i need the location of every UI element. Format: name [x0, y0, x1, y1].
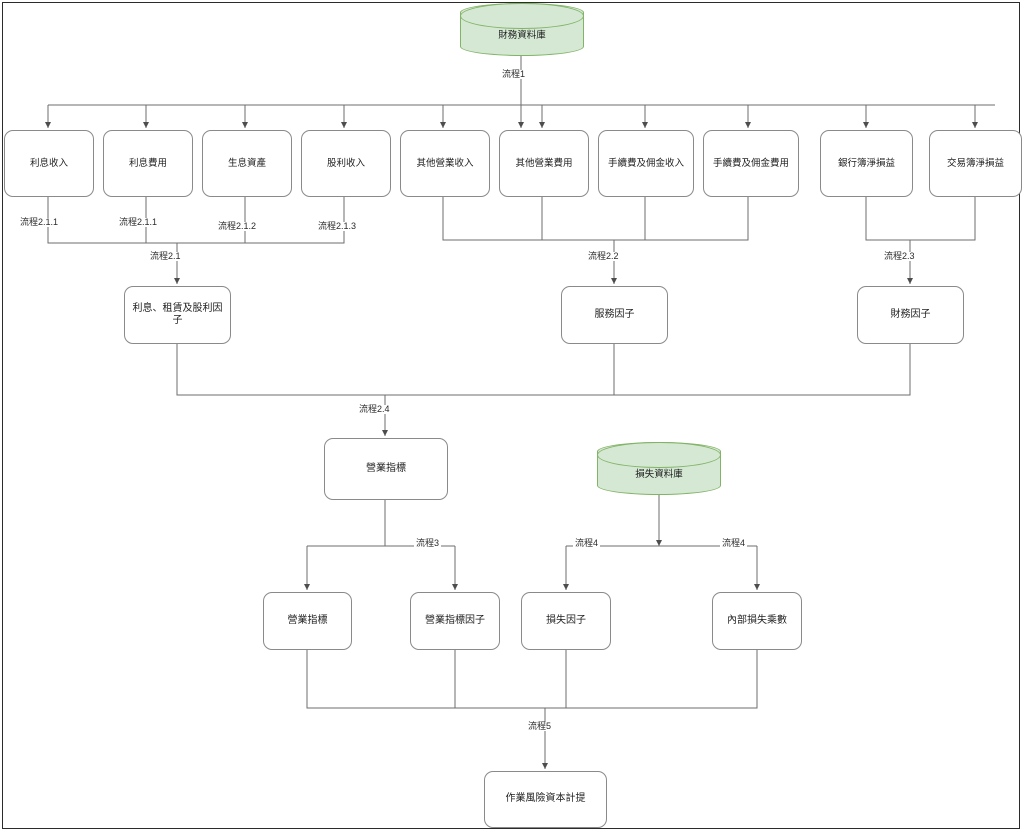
node-other-operating-expense[interactable]: 其他營業費用: [499, 130, 589, 197]
node-label: 營業指標: [366, 462, 406, 474]
edge-label-p211b: 流程2.1.1: [117, 217, 160, 227]
cylinder-top: [597, 442, 721, 468]
edge-label-p1: 流程1: [500, 69, 528, 79]
node-interest-income[interactable]: 利息收入: [4, 130, 94, 197]
node-label: 利息、租賃及股利因子: [132, 302, 223, 327]
node-label: 股利收入: [326, 157, 365, 169]
node-operational-risk-capital[interactable]: 作業風險資本計提: [484, 771, 607, 828]
edge-label-p23: 流程2.3: [882, 251, 917, 261]
edge-label-p5: 流程5: [526, 721, 554, 731]
node-label: 手續費及佣金收入: [607, 157, 684, 169]
database-loss[interactable]: 損失資料庫: [597, 442, 721, 495]
node-label: 其他營業收入: [416, 157, 474, 169]
node-business-indicator-bottom[interactable]: 營業指標: [263, 592, 352, 650]
node-label: 財務因子: [890, 308, 931, 320]
edge-label-p4a: 流程4: [573, 538, 601, 548]
node-label: 內部損失乘數: [727, 614, 787, 626]
node-label: 利息收入: [29, 157, 68, 169]
node-earning-assets[interactable]: 生息資產: [202, 130, 292, 197]
edge-groupC-merge: [865, 197, 976, 241]
node-label: 損失因子: [546, 614, 586, 626]
edge-label-p3: 流程3: [414, 538, 442, 548]
node-interest-lease-dividend-factor[interactable]: 利息、租賃及股利因子: [124, 286, 231, 344]
edge-label-p24: 流程2.4: [357, 404, 392, 414]
node-interest-expense[interactable]: 利息費用: [103, 130, 193, 197]
edge-label-p211a: 流程2.1.1: [18, 217, 61, 227]
node-fee-commission-income[interactable]: 手續費及佣金收入: [598, 130, 694, 197]
node-label: 手續費及佣金費用: [712, 157, 789, 169]
node-label: 營業指標: [287, 614, 328, 626]
node-internal-loss-multiplier[interactable]: 內部損失乘數: [712, 592, 802, 650]
database-loss-label: 損失資料庫: [635, 468, 683, 480]
node-other-operating-income[interactable]: 其他營業收入: [400, 130, 490, 197]
edge-label-p4b: 流程4: [720, 538, 748, 548]
node-service-factor[interactable]: 服務因子: [561, 286, 668, 344]
node-business-indicator[interactable]: 營業指標: [324, 438, 448, 500]
node-dividend-income[interactable]: 股利收入: [301, 130, 391, 197]
node-banking-book-pnl[interactable]: 銀行簿淨損益: [820, 130, 913, 197]
node-trading-book-pnl[interactable]: 交易簿淨損益: [929, 130, 1022, 197]
node-fee-commission-expense[interactable]: 手續費及佣金費用: [703, 130, 799, 197]
edge-bottom-merge: [306, 650, 758, 709]
edge-groupA-merge: [47, 197, 345, 244]
node-label: 其他營業費用: [515, 157, 573, 169]
node-financial-factor[interactable]: 財務因子: [857, 286, 964, 344]
edge-factors-merge: [176, 344, 911, 396]
edge-label-p213: 流程2.1.3: [316, 221, 359, 231]
edge-label-p212: 流程2.1.2: [216, 221, 259, 231]
node-label: 作業風險資本計提: [505, 793, 586, 805]
database-financial-label: 財務資料庫: [498, 29, 546, 41]
database-financial[interactable]: 財務資料庫: [460, 3, 584, 56]
node-label: 服務因子: [594, 308, 635, 320]
node-label: 交易簿淨損益: [946, 157, 1004, 169]
cylinder-top: [460, 3, 584, 29]
node-label: 營業指標因子: [425, 614, 485, 626]
node-label: 生息資產: [227, 157, 266, 169]
node-loss-factor[interactable]: 損失因子: [521, 592, 611, 650]
node-label: 銀行簿淨損益: [837, 157, 895, 169]
node-business-indicator-component[interactable]: 營業指標因子: [410, 592, 500, 650]
edge-label-p22: 流程2.2: [586, 251, 621, 261]
node-label: 利息費用: [128, 157, 167, 169]
edge-label-p21: 流程2.1: [148, 251, 183, 261]
edge-groupB-merge: [442, 197, 749, 241]
